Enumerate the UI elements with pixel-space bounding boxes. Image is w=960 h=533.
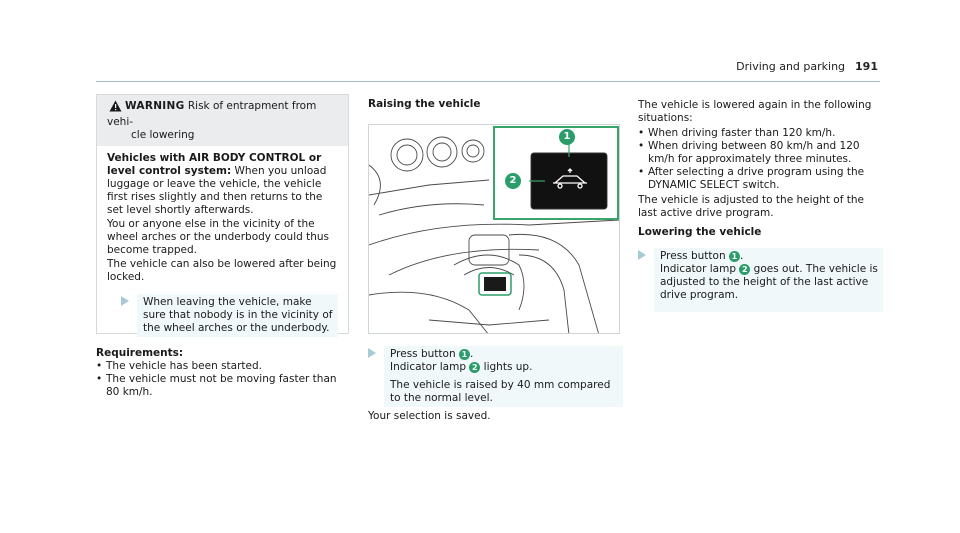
- warning-para-3: The vehicle can also be lowered after be…: [107, 258, 337, 283]
- list-item: The vehicle has been started.: [96, 360, 351, 373]
- callout-ref-2: 2: [469, 361, 481, 373]
- warning-action-text: When leaving the vehicle, make sure that…: [137, 294, 338, 337]
- section-title: Driving and parking: [736, 60, 846, 73]
- warning-triangle-icon: [109, 100, 125, 116]
- step-arrow-icon: [638, 250, 646, 260]
- warning-label: WARNING: [125, 100, 185, 112]
- raising-step: Press button 1. Indicator lamp 2 lights …: [368, 346, 623, 423]
- lowered-section: The vehicle is lowered again in the foll…: [638, 99, 883, 312]
- page-number: 191: [855, 60, 878, 73]
- step-text: lights up.: [483, 361, 533, 373]
- step-arrow-icon: [121, 296, 129, 306]
- page-header: Driving and parking 191: [736, 60, 878, 73]
- lowered-adjusted: The vehicle is adjusted to the height of…: [638, 194, 864, 219]
- lowering-step: Press button 1. Indicator lamp 2 goes ou…: [638, 248, 883, 312]
- requirements-heading: Requirements:: [96, 347, 184, 359]
- lowering-heading: Lowering the vehicle: [638, 226, 762, 238]
- warning-condition: Vehicles with AIR BODY CONTROL or level …: [107, 152, 322, 177]
- step-text: Indicator lamp: [660, 263, 736, 275]
- list-item: The vehicle must not be moving faster th…: [96, 373, 351, 399]
- warning-box: WARNING Risk of entrapment from vehi- cl…: [96, 94, 349, 337]
- warning-body: Vehicles with AIR BODY CONTROL or level …: [97, 146, 348, 343]
- warning-action: When leaving the vehicle, make sure that…: [107, 294, 338, 337]
- step-text: Indicator lamp: [390, 361, 466, 373]
- raising-heading: Raising the vehicle: [368, 98, 481, 110]
- step-text: Press button: [660, 250, 726, 262]
- warning-title: Risk of entrapment from vehi-: [107, 100, 317, 128]
- step-text: goes out. The vehicle is adjusted to the…: [660, 263, 878, 301]
- lowered-intro: The vehicle is lowered again in the foll…: [638, 99, 872, 124]
- requirements: Requirements: The vehicle has been start…: [96, 347, 351, 399]
- list-item: After selecting a drive program using th…: [638, 166, 883, 192]
- header-rule: [96, 81, 880, 82]
- callout-1: 1: [559, 129, 575, 145]
- warning-title-cont: cle lowering: [131, 129, 195, 141]
- callout-ref-1: 1: [458, 348, 470, 360]
- console-illustration: 1 2: [368, 124, 620, 334]
- raising-step-text: Press button 1. Indicator lamp 2 lights …: [384, 346, 623, 407]
- callout-2: 2: [505, 173, 521, 189]
- callout-ref-2: 2: [739, 263, 751, 275]
- lowering-step-text: Press button 1. Indicator lamp 2 goes ou…: [654, 248, 883, 312]
- warning-para-1: When you unload luggage or leave the veh…: [107, 165, 327, 216]
- step-text: Press button: [390, 348, 456, 360]
- callout-ref-1: 1: [728, 250, 740, 262]
- warning-para-2: You or anyone else in the vicinity of th…: [107, 218, 330, 256]
- raising-saved: Your selection is saved.: [368, 410, 491, 422]
- list-item: When driving between 80 km/h and 120 km/…: [638, 140, 883, 166]
- step-arrow-icon: [368, 348, 376, 358]
- list-item: When driving faster than 120 km/h.: [638, 127, 883, 140]
- raising-result: The vehicle is raised by 40 mm compared …: [390, 379, 611, 404]
- warning-header: WARNING Risk of entrapment from vehi- cl…: [97, 95, 348, 146]
